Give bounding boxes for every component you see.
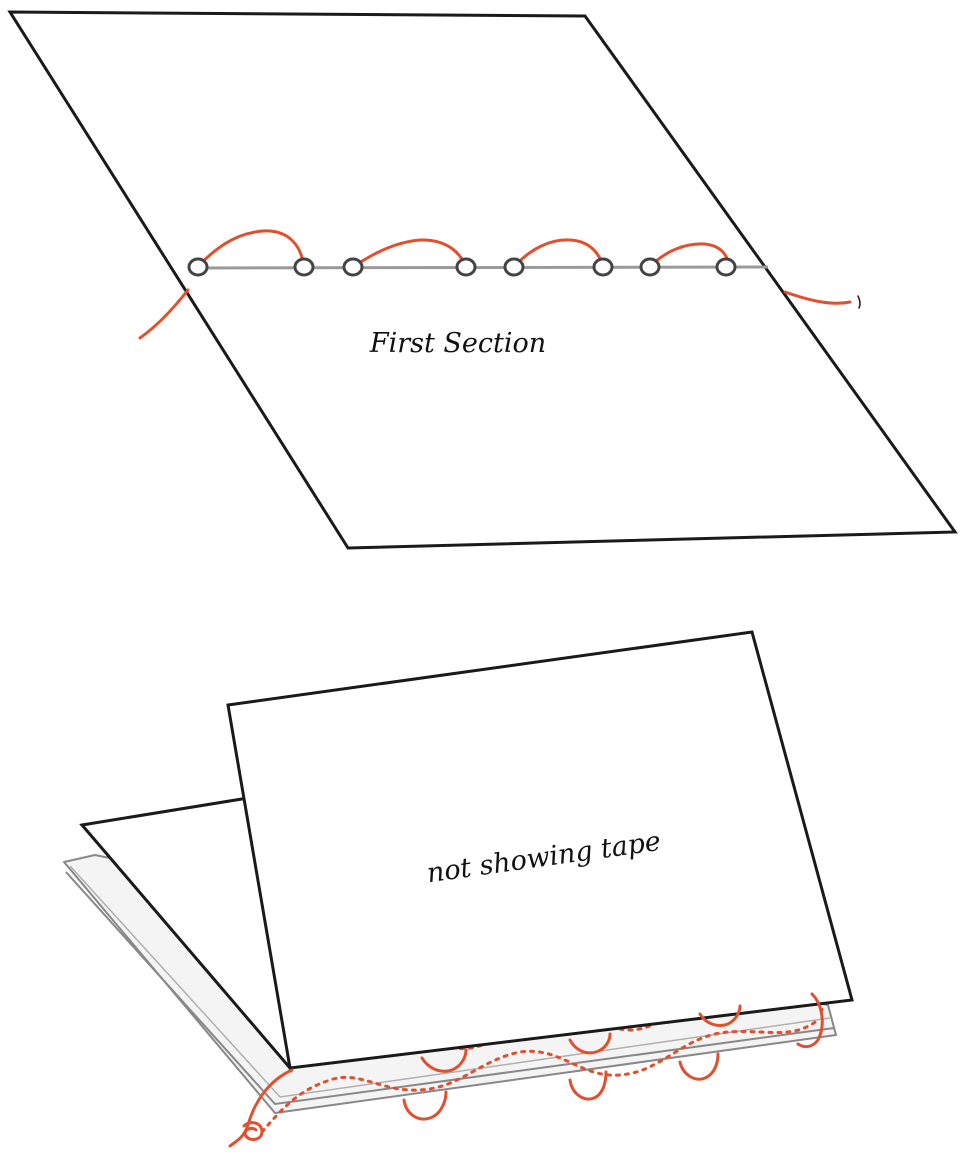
thread-arc-2	[351, 238, 468, 269]
sewing-hole	[639, 257, 661, 277]
thread-solid-loop-8	[796, 992, 824, 1049]
sewn-book-figure: not showing tape	[63, 630, 854, 1148]
thread-tail-right	[783, 290, 852, 305]
first-section-sheet	[7, 10, 958, 550]
thread-solid-loop-5	[420, 1048, 468, 1073]
thread-solid-loop-1	[228, 1068, 294, 1148]
book-board-edge	[65, 871, 835, 1106]
thread-arc-1	[196, 229, 306, 268]
sewing-hole	[715, 257, 737, 277]
thread-tail-right-hook	[857, 295, 861, 309]
thread-solid-loop-4	[678, 1052, 720, 1081]
spine-fold-line	[187, 265, 769, 270]
book-board-edge-2	[69, 865, 831, 1098]
first-section-figure: First Section	[7, 10, 958, 550]
section-front-page	[226, 630, 854, 1070]
sewing-hole	[293, 257, 315, 277]
sewing-hole	[455, 257, 477, 277]
thread-arc-3	[512, 238, 605, 269]
thread-tail-left	[138, 288, 190, 340]
kettle-stitch-knot	[242, 1121, 264, 1141]
sewing-hole	[592, 257, 614, 277]
sewing-hole	[503, 257, 525, 277]
thread-solid-loop-7	[698, 1004, 742, 1028]
sewing-hole	[187, 257, 209, 277]
first-section-label: First Section	[369, 328, 546, 359]
thread-solid-loop-2	[402, 1090, 448, 1121]
sewing-hole	[342, 257, 364, 277]
thread-solid-loop-6	[568, 1032, 612, 1055]
sewing-stations	[187, 257, 737, 277]
thread-solid-loop-3	[568, 1070, 608, 1101]
